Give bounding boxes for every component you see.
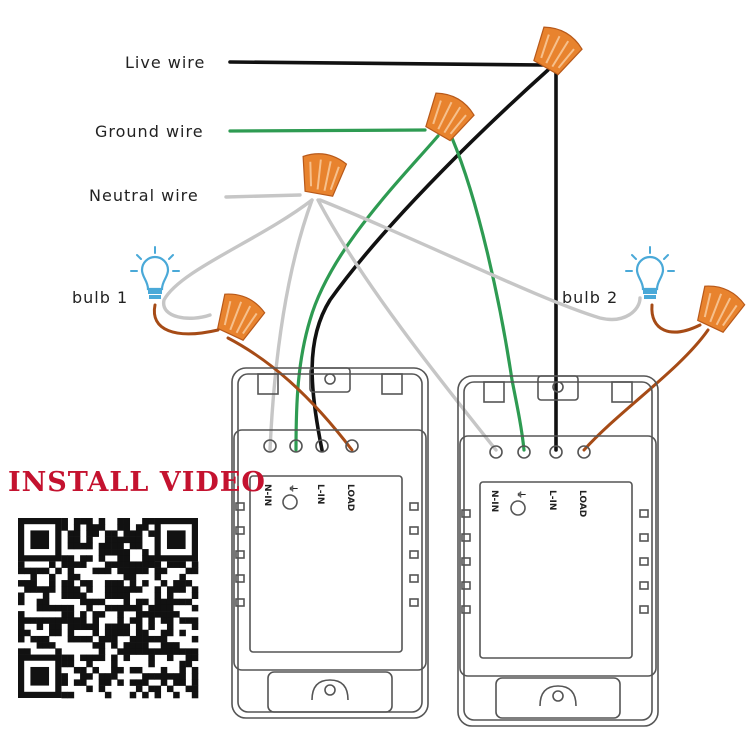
neutral-wire-to-bulb1 [162, 198, 314, 320]
ground-symbol-icon: ⏚ [515, 490, 526, 499]
neutral-wire-to-switch1 [268, 198, 314, 452]
install-video-heading: INSTALL VIDEO [8, 467, 266, 498]
terminal-label-n-in: N-IN [262, 484, 272, 506]
terminal-label-n-in: N-IN [489, 490, 499, 512]
neutral-wire-to-switch2 [316, 198, 498, 452]
ground-wire-main [228, 128, 427, 133]
switch2-load-wire [582, 328, 710, 452]
ground-wire-to-switch2 [450, 136, 526, 452]
bulb-icon [625, 246, 675, 299]
terminal-label-l-in: L-IN [315, 484, 325, 504]
neutral-wire-to-bulb2 [318, 198, 642, 322]
ground-wire-to-switch1 [294, 134, 440, 452]
switch1-load-wire [226, 336, 354, 452]
bulb1-to-connector-wire [152, 303, 220, 336]
bulb2-label: bulb 2 [562, 288, 618, 307]
wire-connector-icon [697, 285, 746, 333]
bulb2-to-connector-wire [650, 303, 702, 334]
live-wire-main [228, 60, 547, 67]
wire-connector-icon [533, 26, 583, 76]
neutral-wire-label: Neutral wire [89, 186, 199, 205]
neutral-wire-main [224, 193, 302, 199]
wire-connector-icon [302, 153, 348, 197]
smart-switch-1: N-IN ⏚ L-IN LOAD [231, 367, 429, 719]
terminal-label-load: LOAD [577, 490, 587, 517]
live-wire-to-switch1 [310, 68, 550, 452]
ground-wire-label: Ground wire [95, 122, 204, 141]
live-wire-label: Live wire [125, 53, 205, 72]
qr-code-icon[interactable] [18, 518, 199, 699]
bulb-icon [130, 246, 180, 299]
terminal-label-load: LOAD [345, 484, 355, 511]
wire-connector-icon [217, 293, 266, 341]
smart-switch-2: N-IN ⏚ L-IN LOAD [457, 375, 659, 727]
wires [152, 60, 710, 452]
wire-connector-icon [425, 92, 475, 142]
ground-symbol-icon: ⏚ [287, 484, 298, 493]
bulb1-label: bulb 1 [72, 288, 128, 307]
terminal-label-l-in: L-IN [547, 490, 557, 510]
